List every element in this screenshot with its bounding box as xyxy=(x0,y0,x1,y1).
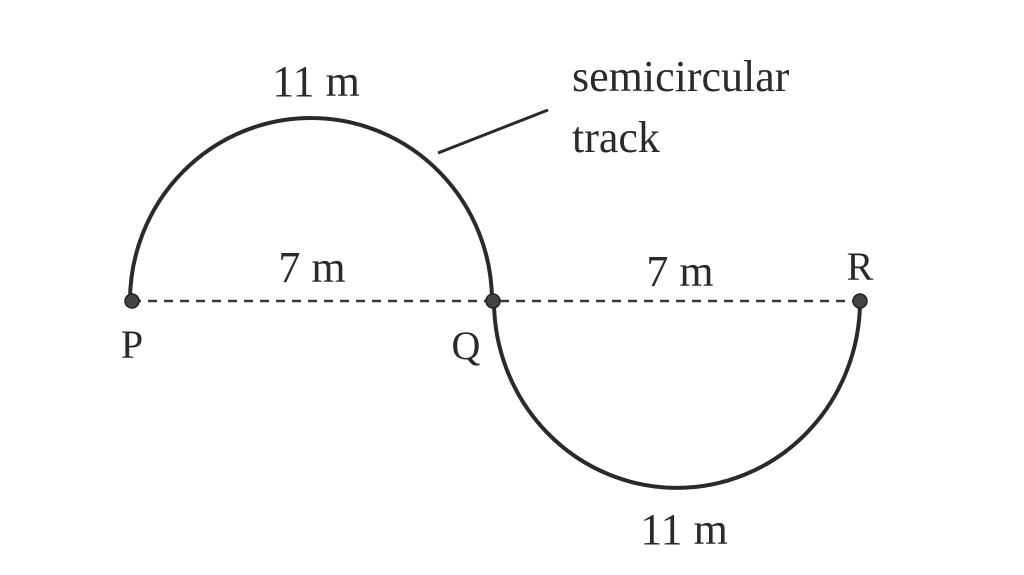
annotation-text-line2: track xyxy=(572,113,660,162)
annotation-text-line1: semicircular xyxy=(572,52,790,101)
point-p-marker xyxy=(124,293,140,309)
lower-semicircular-track xyxy=(492,300,862,490)
lower-arc-length-label: 11 m xyxy=(640,505,728,554)
point-q-label: Q xyxy=(452,323,481,368)
segment-pq-length-label: 7 m xyxy=(278,243,345,292)
point-r-label: R xyxy=(847,244,874,289)
upper-semicircular-track xyxy=(128,116,494,302)
point-q-marker xyxy=(485,293,501,309)
point-r-marker xyxy=(852,293,868,309)
point-p-label: P xyxy=(121,322,143,367)
segment-qr-length-label: 7 m xyxy=(646,247,713,296)
upper-arc-length-label: 11 m xyxy=(272,57,360,106)
annotation-leader-line xyxy=(437,108,549,155)
